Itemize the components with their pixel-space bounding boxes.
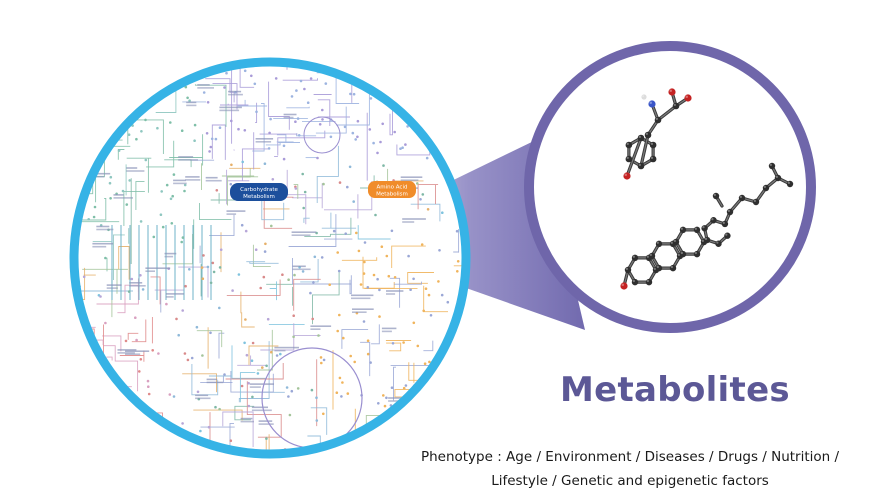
amino-acid-tag-background [368,181,416,198]
molecule-structures [620,88,794,290]
amino-acid-tag-line2: Metabolism [376,192,408,198]
cycle-ring-upper [303,116,341,154]
map-label-amino-acid: Amino Acid Metabolism [368,181,416,198]
metabolites-heading: Metabolites [560,370,790,410]
molecule-tyrosine [623,88,692,180]
carbohydrate-tag-line2: Metabolism [243,194,275,200]
carbohydrate-tag-line1: Carbohydrate [240,187,278,193]
map-label-carbohydrate: Carbohydrate Metabolism [230,183,288,201]
amino-acid-tag-line1: Amino Acid [377,185,408,191]
phenotype-caption-line2: Lifestyle / Genetic and epigenetic facto… [491,473,769,489]
phenotype-caption-line1: Phenotype : Age / Environment / Diseases… [420,449,840,465]
molecule-magnifier-ring [524,41,816,333]
carbohydrate-tag-background [230,183,288,201]
map-magnifier-ring [69,57,471,459]
molecule-sterol [620,162,794,290]
molecule-magnifier-background [529,46,811,328]
